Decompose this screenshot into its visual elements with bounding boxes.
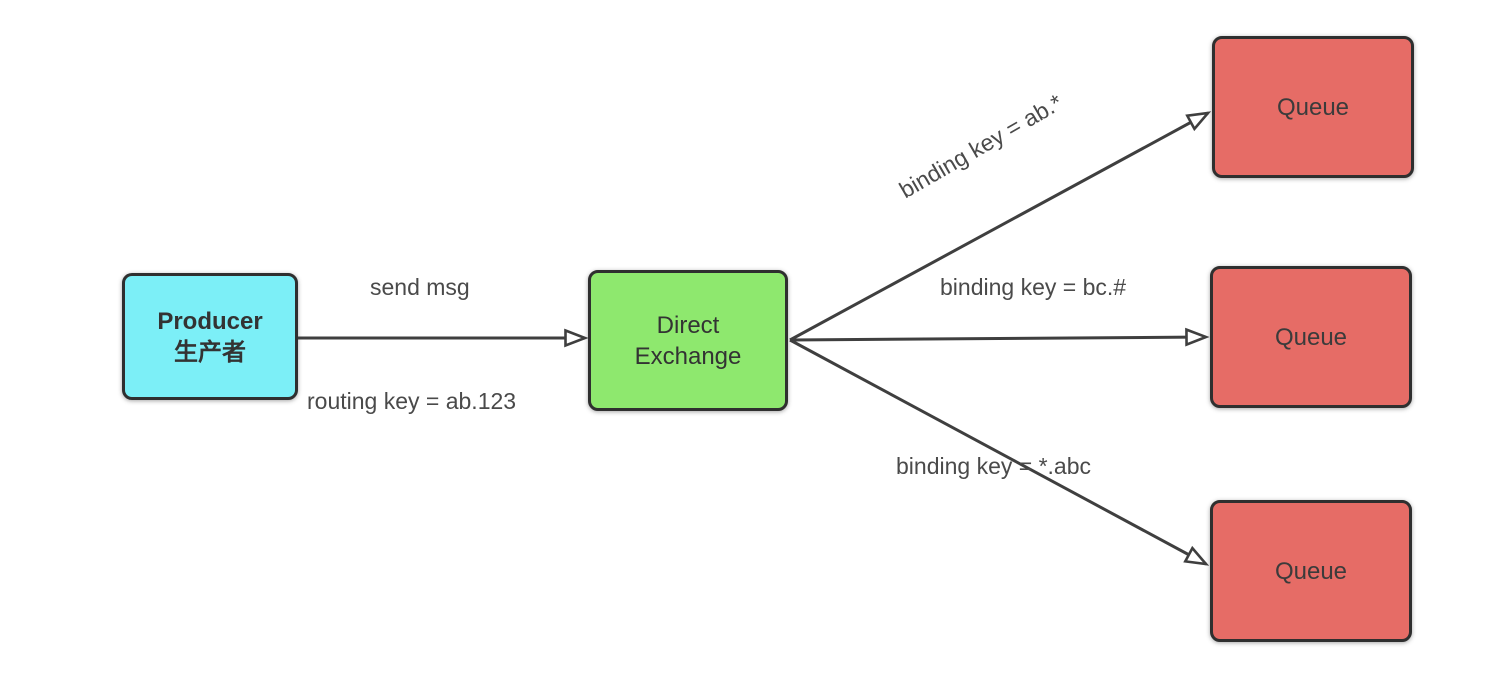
binding-key-middle-label: binding key = bc.# xyxy=(940,274,1127,300)
queue-node-top: Queue xyxy=(1212,36,1414,178)
routing-key-label: routing key = ab.123 xyxy=(307,388,517,414)
producer-node: Producer 生产者 xyxy=(122,273,298,400)
queue-top-label: Queue xyxy=(1276,93,1350,121)
producer-subtitle: 生产者 xyxy=(174,338,246,366)
queue-middle-label: Queue xyxy=(1274,323,1348,351)
arrow-exchange-queue-top xyxy=(789,111,1212,342)
arrow-exchange-queue-middle xyxy=(789,327,1210,347)
exchange-title-line1: Direct xyxy=(656,311,720,339)
binding-key-bottom-label: binding key = *.abc xyxy=(896,453,1091,479)
exchange-title-line2: Exchange xyxy=(634,342,742,370)
queue-bottom-label: Queue xyxy=(1274,557,1348,585)
direct-exchange-node: Direct Exchange xyxy=(588,270,788,411)
queue-node-middle: Queue xyxy=(1210,266,1412,408)
queue-node-bottom: Queue xyxy=(1210,500,1412,642)
producer-title: Producer xyxy=(157,307,263,335)
arrow-exchange-queue-bottom xyxy=(789,338,1210,566)
send-msg-label: send msg xyxy=(370,274,470,300)
